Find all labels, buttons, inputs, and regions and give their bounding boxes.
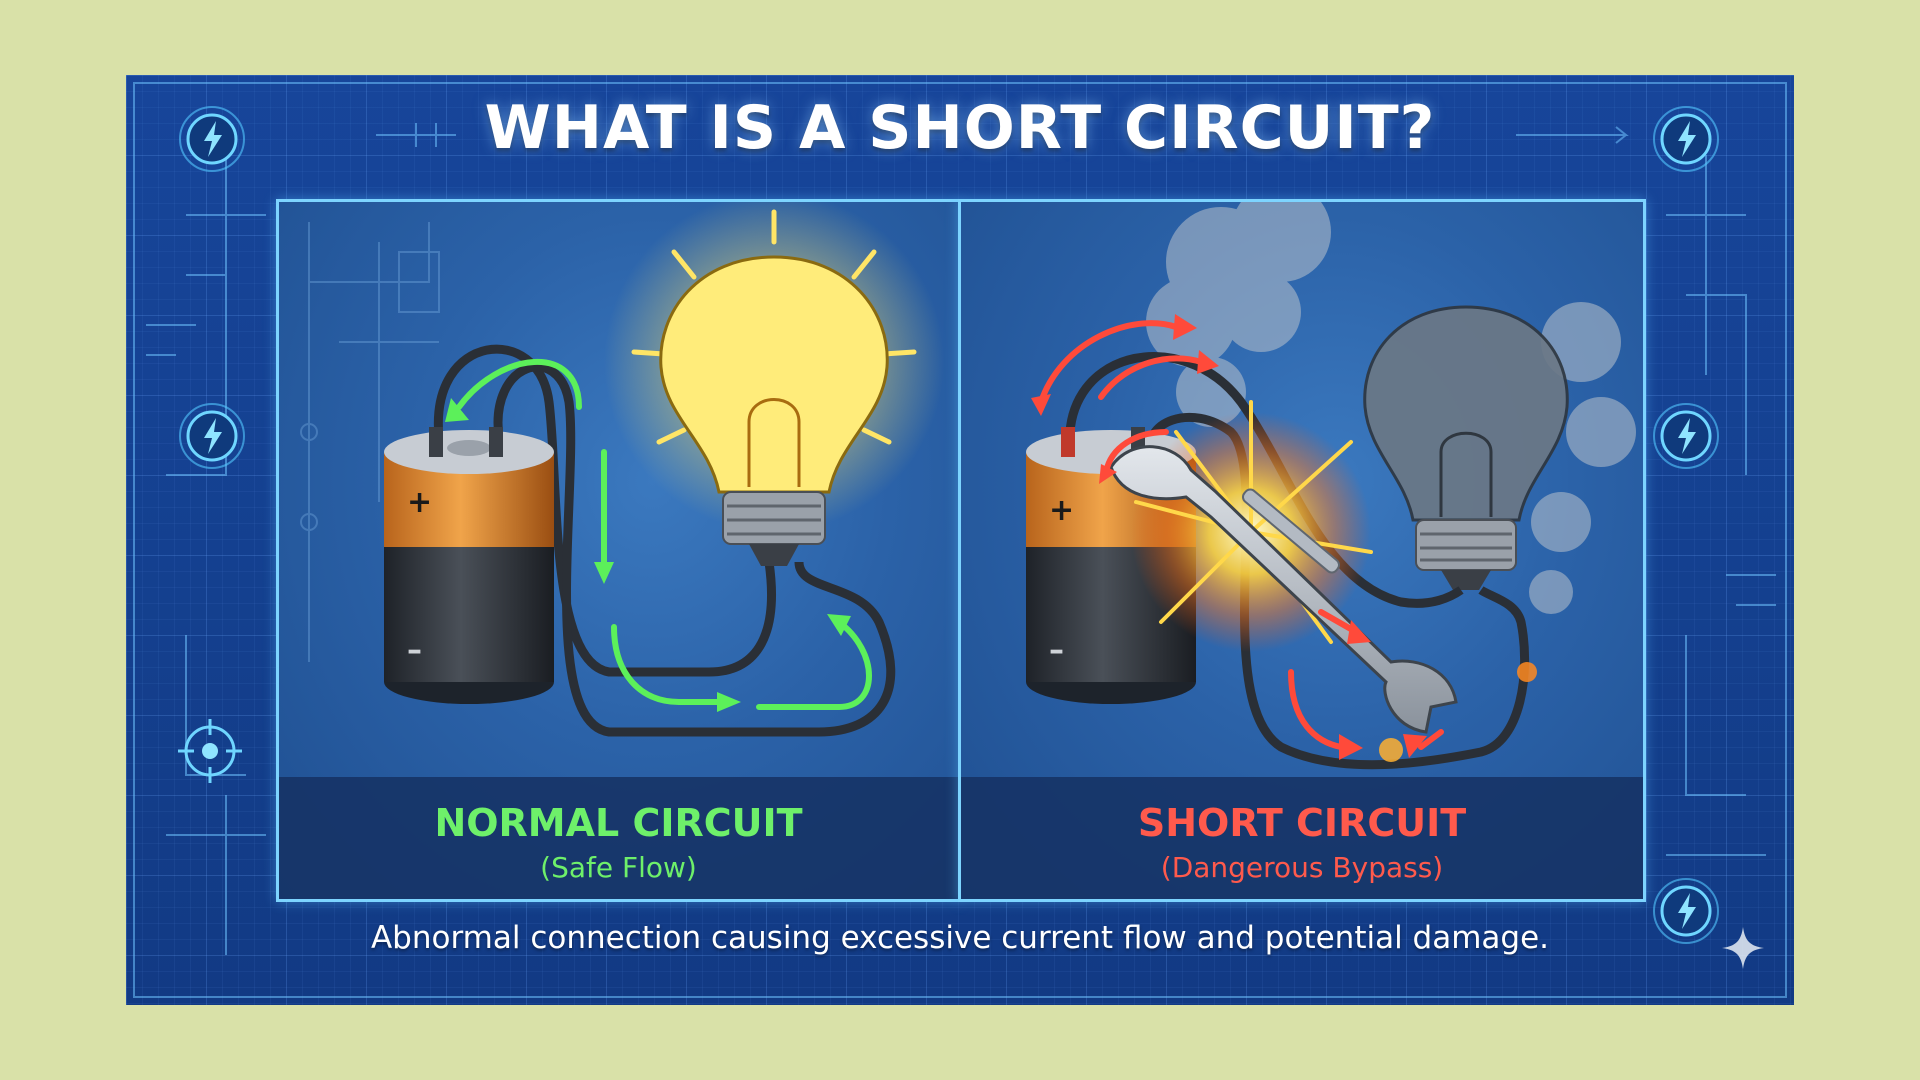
battery-plus-symbol: +: [407, 485, 432, 520]
lightning-bolt-icon: [1653, 878, 1719, 944]
short-circuit-label: SHORT CIRCUIT: [1137, 801, 1467, 845]
lightning-bolt-icon: [1653, 106, 1719, 172]
lightning-bolt-icon: [1653, 403, 1719, 469]
battery-minus-symbol: –: [407, 633, 422, 668]
wrench-icon: [1109, 445, 1458, 734]
caption: Abnormal connection causing excessive cu…: [370, 920, 1550, 956]
normal-circuit-illustration: + –: [300, 202, 944, 737]
lightning-bolt-icon: [179, 106, 245, 172]
short-circuit-label-bar: SHORT CIRCUIT (Dangerous Bypass): [961, 777, 1643, 899]
lightning-bolt-icon: [179, 403, 245, 469]
battery-plus-symbol: +: [1049, 493, 1074, 528]
short-circuit-sublabel: (Dangerous Bypass): [1160, 851, 1444, 884]
target-icon: [178, 719, 242, 783]
circuit-decoration: [133, 82, 1787, 998]
short-circuit-panel: + –: [958, 199, 1646, 902]
normal-circuit-label: NORMAL CIRCUIT: [434, 801, 803, 845]
normal-circuit-sublabel: (Safe Flow): [540, 851, 697, 884]
smoke: [1146, 202, 1636, 614]
normal-circuit-label-bar: NORMAL CIRCUIT (Safe Flow): [279, 777, 958, 899]
burnt-light-bulb-icon: [1363, 305, 1569, 590]
page-title: WHAT IS A SHORT CIRCUIT?: [484, 93, 1436, 163]
lit-light-bulb-icon: [659, 255, 889, 566]
sparkle-icon: [1722, 927, 1764, 969]
normal-circuit-panel: + – NORMAL CIRCUIT (Safe Flow): [276, 199, 961, 902]
infographic-card: WHAT IS A SHORT CIRCUIT?: [126, 75, 1794, 1005]
short-circuit-illustration: + –: [1026, 202, 1636, 770]
battery-minus-symbol: –: [1049, 633, 1064, 668]
